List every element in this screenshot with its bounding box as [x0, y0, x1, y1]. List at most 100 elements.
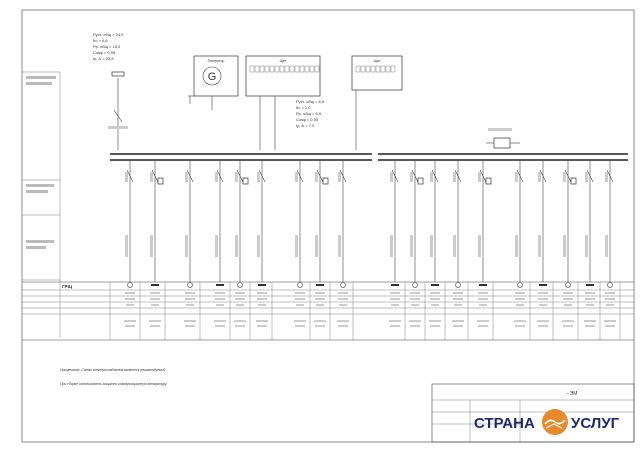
circuit-line [430, 160, 439, 286]
right-panel: Щит [351, 55, 403, 150]
table-cell [339, 304, 347, 306]
breaker-label [478, 172, 481, 182]
breaker-label [315, 172, 318, 182]
table-cell [515, 325, 525, 327]
input-feeder [108, 71, 128, 150]
rcd-box [570, 177, 577, 185]
breaker-label [235, 172, 238, 182]
table-cell [151, 304, 159, 306]
table-cell [256, 320, 268, 322]
table-cell [478, 298, 488, 300]
table-cell [214, 320, 226, 322]
cable-label [215, 235, 218, 257]
table-cell [295, 298, 305, 300]
terminal [284, 65, 290, 73]
outgoing-circuits [125, 160, 614, 288]
load-symbol [565, 282, 571, 288]
table-cell [315, 325, 325, 327]
note-line: Примечание. Схема электроснабжения являе… [60, 368, 166, 372]
table-cell [125, 325, 135, 327]
cable-label [315, 235, 318, 257]
circuit-line [125, 160, 134, 288]
table-cell [235, 325, 245, 327]
circuit-line [538, 160, 547, 286]
table-cell [477, 320, 489, 322]
title-block: - ЭМ [431, 383, 635, 443]
load-symbol [340, 282, 346, 288]
load-symbol [607, 282, 613, 288]
param-line: Pр. общ = 6,9 [296, 111, 322, 116]
table-cell [390, 325, 400, 327]
table-cell [149, 320, 161, 322]
table-cell [429, 320, 441, 322]
rcd-box [157, 177, 164, 185]
breaker-label [338, 172, 341, 182]
table-cell [605, 292, 615, 294]
generator-icon [202, 66, 222, 86]
table-cell [452, 320, 464, 322]
table-cell [315, 292, 325, 294]
table-cell [186, 304, 194, 306]
table-cell [125, 292, 135, 294]
table-cell [516, 304, 524, 306]
circuit-line [563, 160, 577, 288]
breaker-label [563, 172, 566, 182]
terminal [360, 65, 366, 73]
watermark-left: СТРАНА [474, 415, 535, 432]
cable-label [185, 235, 188, 257]
table-cell [453, 292, 463, 294]
table-cell [235, 292, 245, 294]
load-symbol [297, 282, 303, 288]
circuit-line [453, 160, 462, 288]
breaker-label [257, 172, 260, 182]
table-cell [215, 298, 225, 300]
table-cell [294, 320, 306, 322]
notes: Примечание. Схема электроснабжения являе… [60, 368, 167, 386]
panel-title: Щит [280, 59, 287, 63]
generator-symbol: G [208, 71, 217, 83]
table-cell [150, 325, 160, 327]
breaker-label [538, 172, 541, 182]
busbars [110, 153, 628, 161]
terminal [269, 65, 275, 73]
circuit-line [515, 160, 524, 288]
table-cell [538, 325, 548, 327]
table-cell [215, 325, 225, 327]
load-symbol [539, 284, 547, 286]
table-cell [410, 325, 420, 327]
table-cell [562, 320, 574, 322]
terminal [375, 65, 381, 73]
table-cell [257, 325, 267, 327]
table-cell [216, 304, 224, 306]
table-cell [478, 325, 488, 327]
table-cell [390, 298, 400, 300]
table-cell [125, 298, 135, 300]
circuit-line [257, 160, 266, 286]
load-symbol [586, 284, 594, 286]
table-cell [538, 292, 548, 294]
load-symbol [479, 284, 487, 286]
terminal [289, 65, 295, 73]
load-symbol [316, 284, 324, 286]
terminal [279, 65, 285, 73]
circuit-line [215, 160, 224, 286]
table-cell [479, 304, 487, 306]
load-symbol [237, 282, 243, 288]
table-cell [409, 320, 421, 322]
terminal [249, 65, 255, 73]
watermark-logo: СТРАНА УСЛУГ [474, 409, 620, 435]
cable-label [585, 235, 588, 257]
terminal [274, 65, 280, 73]
breaker-label [585, 172, 588, 182]
terminal [294, 65, 300, 73]
table-cell [410, 292, 420, 294]
table-cell [584, 320, 596, 322]
table-cell [150, 292, 160, 294]
table-cell [185, 325, 195, 327]
row-labels-column [22, 71, 61, 338]
cable-label [605, 235, 608, 257]
table-cell [606, 304, 614, 306]
table-cell [126, 304, 134, 306]
terminal [365, 65, 371, 73]
cable-label [338, 235, 341, 257]
